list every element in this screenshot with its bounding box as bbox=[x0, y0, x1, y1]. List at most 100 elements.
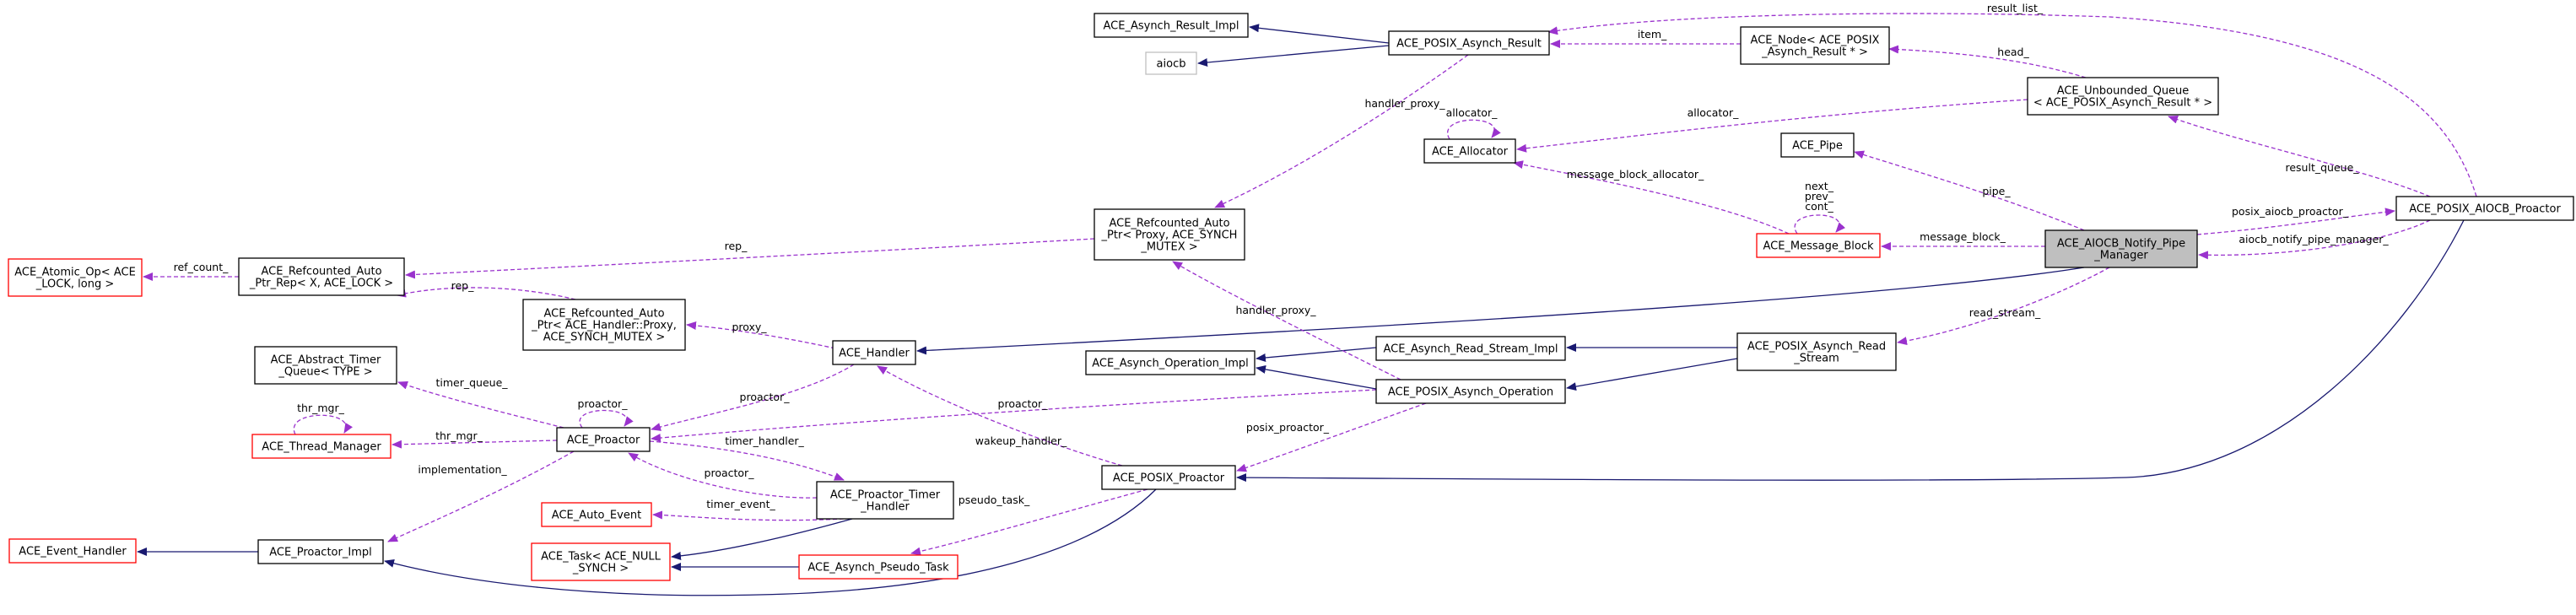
class-node-atomic-op[interactable]: ACE_Atomic_Op< ACE_LOCK, long > bbox=[8, 258, 143, 297]
edge-label: next_ bbox=[1805, 180, 1834, 192]
class-box[interactable] bbox=[8, 538, 137, 564]
class-node-pseudo-task[interactable]: ACE_Asynch_Pseudo_Task bbox=[798, 554, 959, 580]
edge-usage: proactor_ bbox=[651, 389, 1377, 443]
class-box[interactable] bbox=[556, 427, 651, 452]
class-node-pipe[interactable]: ACE_Pipe bbox=[1780, 132, 1855, 158]
class-box[interactable] bbox=[1740, 26, 1890, 65]
class-box[interactable] bbox=[257, 539, 384, 564]
edge-label: message_block_ bbox=[1920, 230, 2006, 243]
class-box[interactable] bbox=[2395, 196, 2574, 221]
class-name-line: ACE_Pipe bbox=[1792, 140, 1843, 153]
class-node-refcounted-proxy[interactable]: ACE_Refcounted_Auto_Ptr< Proxy, ACE_SYNC… bbox=[1094, 208, 1245, 261]
class-name-line: ACE_Handler bbox=[839, 348, 910, 360]
edge-label: rep_ bbox=[725, 240, 748, 252]
class-name-line: ACE_Message_Block bbox=[1763, 240, 1874, 253]
edge-line bbox=[877, 365, 1123, 467]
class-node-read-stream-impl[interactable]: ACE_Asynch_Read_Stream_Impl bbox=[1375, 336, 1566, 361]
edge-usage: timer_handler_ bbox=[649, 434, 845, 481]
class-name-line: ACE_POSIX_Asynch_Operation bbox=[1388, 386, 1553, 399]
edge-usage: ref_count_ bbox=[143, 261, 239, 281]
class-node-posix-read-stream[interactable]: ACE_POSIX_Asynch_Read_Stream bbox=[1736, 332, 1897, 371]
class-node-unbounded-queue[interactable]: ACE_Unbounded_Queue< ACE_POSIX_Asynch_Re… bbox=[2027, 77, 2219, 116]
class-box[interactable] bbox=[1736, 332, 1897, 371]
edge-inherit bbox=[916, 267, 2085, 355]
edge-line bbox=[1794, 214, 1846, 235]
class-node-proactor-impl[interactable]: ACE_Proactor_Impl bbox=[257, 539, 384, 564]
class-name-line: _LOCK, long > bbox=[35, 278, 114, 291]
class-node-aiocb-proactor[interactable]: ACE_POSIX_AIOCB_Proactor bbox=[2395, 196, 2574, 221]
class-node-operation-impl[interactable]: ACE_Asynch_Operation_Impl bbox=[1085, 350, 1256, 375]
class-box[interactable] bbox=[1085, 350, 1256, 375]
class-box[interactable] bbox=[1375, 336, 1566, 361]
edge-usage: proactor_ bbox=[578, 397, 634, 429]
edge-label: item_ bbox=[1638, 28, 1667, 40]
class-name-line: ACE_SYNCH_MUTEX > bbox=[543, 332, 666, 344]
class-node-allocator[interactable]: ACE_Allocator bbox=[1423, 138, 1516, 164]
class-node-proactor[interactable]: ACE_Proactor bbox=[556, 427, 651, 452]
class-box[interactable] bbox=[251, 434, 392, 459]
edge-usage: read_stream_ bbox=[1897, 267, 2110, 346]
edge-label: cont_ bbox=[1805, 200, 1833, 213]
class-box[interactable] bbox=[522, 299, 686, 351]
edge-usage: posix_aiocb_proactor_ bbox=[2196, 205, 2395, 235]
class-node-thread-manager[interactable]: ACE_Thread_Manager bbox=[251, 434, 392, 459]
class-box[interactable] bbox=[1094, 13, 1249, 38]
class-node-event-handler[interactable]: ACE_Event_Handler bbox=[8, 538, 137, 564]
edge-inherit bbox=[1249, 24, 1390, 44]
class-node-refcounted-handler[interactable]: ACE_Refcounted_Auto_Ptr< ACE_Handler::Pr… bbox=[522, 299, 686, 351]
class-node-posix-proactor[interactable]: ACE_POSIX_Proactor bbox=[1101, 465, 1236, 490]
class-box[interactable] bbox=[254, 346, 397, 385]
edge-line bbox=[1566, 358, 1738, 391]
class-name-line: _Queue< TYPE > bbox=[278, 366, 372, 379]
class-node-posix-operation[interactable]: ACE_POSIX_Asynch_Operation bbox=[1375, 379, 1566, 404]
class-box[interactable] bbox=[816, 481, 954, 520]
class-box[interactable] bbox=[8, 258, 143, 297]
edge-label: proactor_ bbox=[578, 397, 629, 410]
edge-line bbox=[910, 488, 1148, 556]
class-node-timer-handler[interactable]: ACE_Proactor_Timer_Handler bbox=[816, 481, 954, 520]
edge-line bbox=[1256, 364, 1377, 390]
class-box[interactable] bbox=[1101, 465, 1236, 490]
class-name-line: _Stream bbox=[1793, 353, 1839, 365]
class-node-auto-event[interactable]: ACE_Auto_Event bbox=[541, 502, 652, 527]
class-box[interactable] bbox=[1388, 30, 1550, 56]
class-name-line: ACE_Proactor bbox=[567, 434, 640, 447]
class-name-line: ACE_Asynch_Result_Impl bbox=[1104, 20, 1239, 33]
class-node-abstract-timer-queue[interactable]: ACE_Abstract_Timer_Queue< TYPE > bbox=[254, 346, 397, 385]
class-box[interactable] bbox=[798, 554, 959, 580]
class-node-result-impl[interactable]: ACE_Asynch_Result_Impl bbox=[1094, 13, 1249, 38]
edge-usage: posix_proactor_ bbox=[1236, 402, 1427, 472]
class-box[interactable] bbox=[832, 340, 916, 365]
class-box[interactable] bbox=[1780, 132, 1855, 158]
class-box[interactable] bbox=[1145, 51, 1197, 75]
edge-line bbox=[1197, 45, 1390, 67]
class-box[interactable] bbox=[1756, 233, 1881, 258]
class-box[interactable] bbox=[1094, 208, 1245, 261]
class-node-notify-pipe-manager[interactable]: ACE_AIOCB_Notify_Pipe_Manager bbox=[2044, 229, 2198, 268]
edge-line bbox=[579, 409, 634, 429]
class-name-line: ACE_Proactor_Impl bbox=[269, 547, 371, 559]
edge-usage: thr_mgr_ bbox=[392, 429, 558, 449]
class-box[interactable] bbox=[2027, 77, 2219, 116]
class-box[interactable] bbox=[1375, 379, 1566, 404]
class-name-line: _Manager bbox=[2093, 250, 2148, 262]
edge-line bbox=[1513, 160, 1790, 235]
class-box[interactable] bbox=[531, 542, 671, 581]
class-box[interactable] bbox=[238, 257, 405, 296]
class-name-line: ACE_POSIX_Asynch_Result bbox=[1396, 38, 1542, 51]
class-box[interactable] bbox=[1423, 138, 1516, 164]
class-node-node-result[interactable]: ACE_Node< ACE_POSIX_Asynch_Result * > bbox=[1740, 26, 1890, 65]
class-box[interactable] bbox=[2044, 229, 2198, 268]
class-node-posix-result[interactable]: ACE_POSIX_Asynch_Result bbox=[1388, 30, 1550, 56]
class-node-message-block[interactable]: ACE_Message_Block bbox=[1756, 233, 1881, 258]
edge-label: wakeup_handler_ bbox=[975, 434, 1067, 447]
edge-usage: proxy_ bbox=[686, 321, 836, 349]
class-node-aiocb[interactable]: aiocb bbox=[1145, 51, 1197, 75]
class-box[interactable] bbox=[541, 502, 652, 527]
edge-label: posix_proactor_ bbox=[1246, 421, 1330, 434]
edge-usage: result_queue_ bbox=[2168, 115, 2431, 197]
class-node-task-null[interactable]: ACE_Task< ACE_NULL_SYNCH > bbox=[531, 542, 671, 581]
class-node-handler[interactable]: ACE_Handler bbox=[832, 340, 916, 365]
edge-label: timer_handler_ bbox=[725, 434, 804, 447]
class-node-refcounted-rep[interactable]: ACE_Refcounted_Auto_Ptr_Rep< X, ACE_LOCK… bbox=[238, 257, 405, 296]
